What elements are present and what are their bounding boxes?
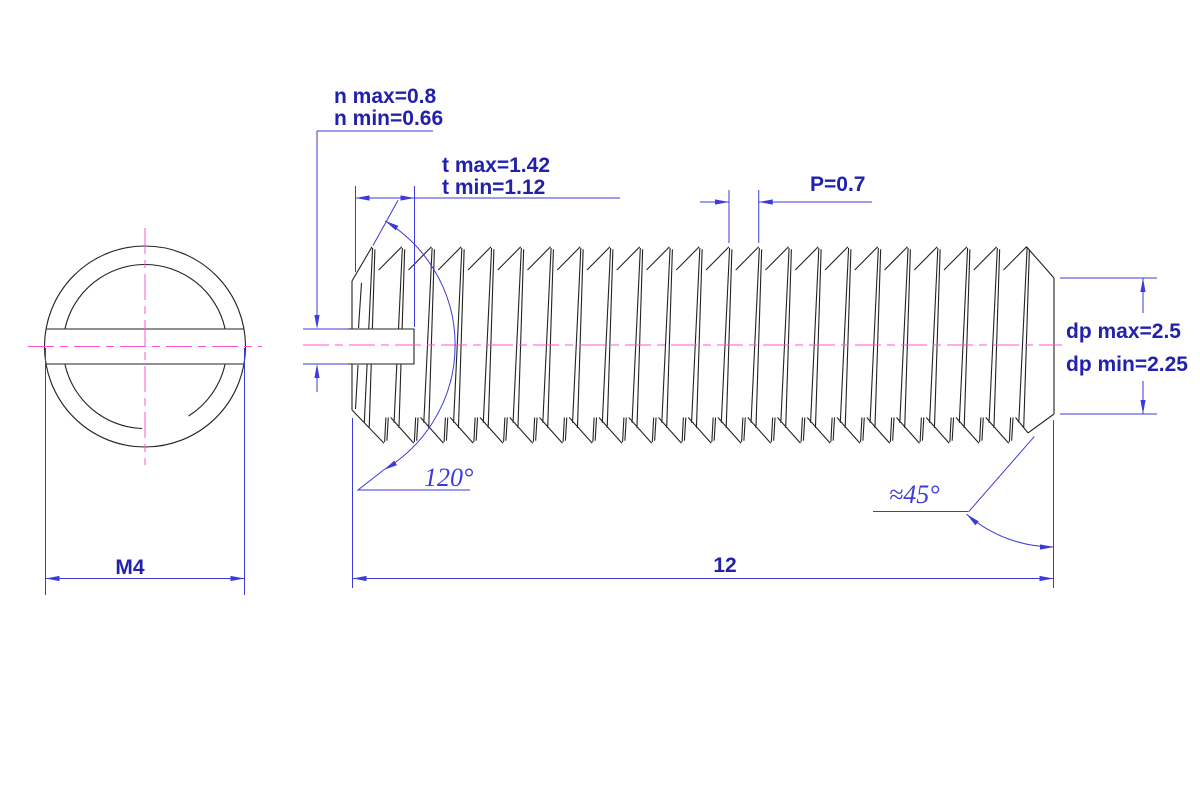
dimensions — [45, 130, 1157, 595]
label-slot-width-max: n max=0.8 — [334, 85, 436, 108]
label-length: 12 — [713, 554, 736, 577]
label-point-diameter-min: dp min=2.25 — [1066, 353, 1188, 376]
side-view — [347, 246, 1055, 444]
label-chamfer-angle: ≈45° — [889, 480, 940, 509]
dimension-labels: n max=0.8 n min=0.66 t max=1.42 t min=1.… — [115, 85, 1188, 579]
label-point-diameter-max: dp max=2.5 — [1066, 320, 1181, 343]
label-slot-width-min: n min=0.66 — [334, 107, 443, 130]
label-slot-depth-min: t min=1.12 — [442, 176, 545, 199]
label-pitch: P=0.7 — [810, 173, 865, 196]
label-slot-depth-max: t max=1.42 — [442, 154, 550, 177]
label-thread-size: M4 — [115, 556, 144, 579]
centerlines — [28, 228, 1062, 465]
label-point-angle: 120° — [424, 463, 473, 492]
